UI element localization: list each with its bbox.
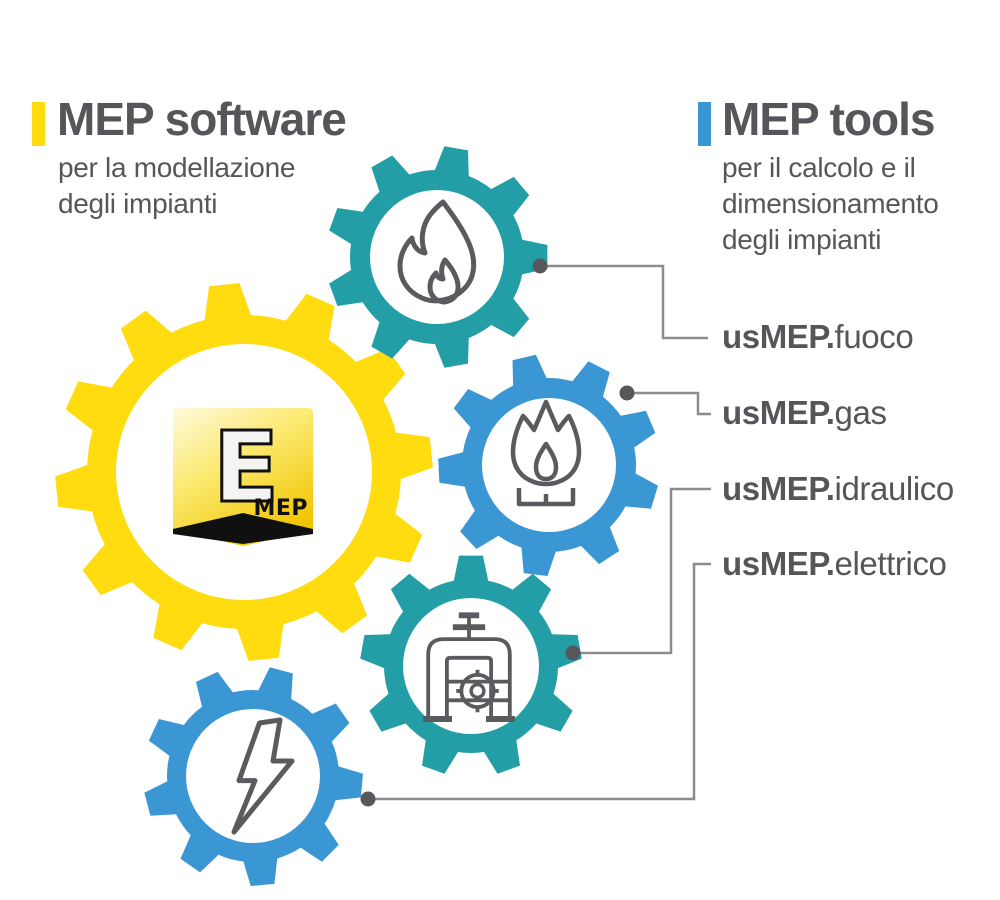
yellow-accent-bar	[32, 102, 45, 146]
lightning-icon	[231, 717, 295, 835]
label-prefix: usMEP.	[722, 470, 835, 507]
idraulico-gear	[360, 555, 582, 774]
logo-mep-label: MEP	[253, 496, 308, 521]
right-subtitle-line2: dimensionamento	[722, 188, 939, 219]
elettrico-gear	[144, 667, 363, 886]
label-usmep-idraulico: usMEP.idraulico	[722, 468, 954, 510]
blue-accent-bar	[698, 102, 711, 146]
connector-gas	[627, 391, 711, 416]
left-subtitle: per la modellazione degli impianti	[58, 150, 295, 222]
connector-dots	[360, 258, 635, 807]
left-subtitle-line1: per la modellazione	[58, 152, 296, 183]
pipe-valve-icon	[423, 612, 515, 722]
label-suffix: fuoco	[834, 318, 914, 355]
label-suffix: elettrico	[834, 545, 947, 582]
gas-gear	[438, 354, 658, 576]
fuoco-gear	[329, 146, 548, 368]
label-usmep-fuoco: usMEP.fuoco	[722, 316, 914, 358]
dot-fuoco	[532, 258, 548, 274]
label-prefix: usMEP.	[722, 394, 835, 431]
right-title: MEP tools	[722, 93, 936, 145]
label-usmep-elettrico: usMEP.elettrico	[722, 543, 947, 585]
logo-body	[173, 408, 313, 546]
right-subtitle: per il calcolo e il dimensionamento degl…	[722, 150, 939, 258]
label-prefix: usMEP.	[722, 318, 835, 355]
central-software-gear: E MEP	[55, 283, 433, 661]
left-subtitle-line2: degli impianti	[58, 188, 218, 219]
dot-gas	[619, 385, 635, 401]
label-usmep-gas: usMEP.gas	[722, 392, 887, 434]
logo-letter: E	[213, 411, 279, 524]
logo-chevron	[173, 513, 313, 544]
label-prefix: usMEP.	[722, 545, 835, 582]
dot-idraulico	[565, 645, 581, 661]
e-mep-logo: E MEP	[173, 408, 313, 546]
right-subtitle-line1: per il calcolo e il	[722, 152, 916, 183]
connector-fuoco	[540, 264, 708, 340]
gas-burner-icon	[510, 399, 582, 507]
connector-idraulico	[573, 487, 711, 655]
dot-elettrico	[360, 791, 376, 807]
connector-elettrico	[368, 562, 711, 801]
label-suffix: gas	[834, 394, 887, 431]
label-suffix: idraulico	[834, 470, 955, 507]
connector-lines	[368, 264, 711, 801]
flame-icon	[397, 199, 477, 305]
right-subtitle-line3: degli impianti	[722, 224, 882, 255]
left-title: MEP software	[57, 93, 347, 145]
